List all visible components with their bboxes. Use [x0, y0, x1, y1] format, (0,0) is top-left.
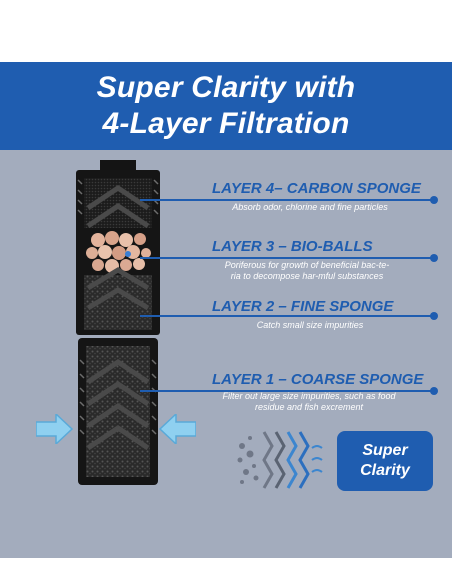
layer-3-callout-dot	[430, 254, 438, 262]
layer-3-title: LAYER 3 – BIO-BALLS	[212, 238, 373, 255]
layer-1-description: Filter out large size impurities, such a…	[222, 391, 396, 412]
layer-4-title: LAYER 4– CARBON SPONGE	[212, 180, 421, 197]
filtration-layers-icon	[237, 431, 323, 489]
layer-4-callout-dot	[430, 196, 438, 204]
layer-3-callout-line	[140, 257, 432, 259]
layer-2-description: Catch small size impurities	[256, 320, 364, 330]
title-banner: Super Clarity with 4-Layer Filtration	[0, 62, 452, 150]
layer-3-description: Poriferous for growth of beneficial bac-…	[224, 260, 390, 281]
title-line-1: Super Clarity with	[96, 71, 356, 104]
layer-2-title: LAYER 2 – FINE SPONGE	[212, 298, 394, 315]
layer-1-title: LAYER 1 – COARSE SPONGE	[212, 371, 424, 388]
title-line-2: 4-Layer Filtration	[102, 107, 350, 140]
layer-4-callout-line	[140, 199, 432, 201]
badge-line-2: Clarity	[360, 462, 410, 479]
layer-2-callout-dot	[430, 312, 438, 320]
right-water-flow-arrow-icon	[158, 414, 196, 444]
layer-2-callout-line	[140, 315, 432, 317]
layer-4-description: Absorb odor, chlorine and fine particles	[232, 202, 388, 212]
filter-cartridge-image	[76, 160, 160, 485]
layer-1-callout-dot	[430, 387, 438, 395]
left-water-flow-arrow-icon	[36, 414, 74, 444]
badge-line-1: Super	[362, 442, 408, 459]
layer-1-callout-line	[140, 390, 432, 392]
super-clarity-badge: Super Clarity	[337, 431, 433, 491]
